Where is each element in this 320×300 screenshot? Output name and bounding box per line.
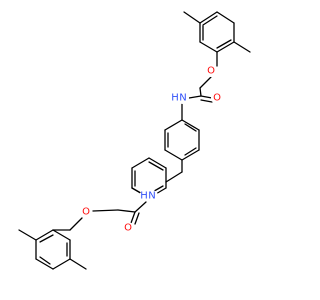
atom-amide-b-hydrogen: H — [139, 191, 149, 202]
bond-line — [199, 87, 202, 97]
atom-ring-b-ether-oxygen: O — [80, 206, 92, 218]
bond-line — [181, 119, 200, 131]
atom-amide-a-hydrogen: H — [170, 93, 180, 104]
atom-amide-a-carbonyl-oxygen: O — [211, 92, 223, 104]
svg-text:N: N — [179, 93, 186, 104]
svg-text:H: H — [140, 191, 148, 202]
svg-text:O: O — [124, 223, 132, 234]
bond-line — [188, 95, 202, 99]
svg-text:H: H — [171, 93, 179, 104]
bond-line — [164, 149, 183, 161]
bond-line — [130, 211, 136, 224]
bond-line — [165, 171, 183, 183]
atom-ring-a-ether-oxygen: O — [205, 65, 217, 77]
svg-text:O: O — [213, 93, 221, 104]
svg-text:O: O — [207, 66, 215, 77]
bond-line — [233, 41, 251, 53]
bond-line — [200, 95, 213, 99]
bond-line — [18, 229, 37, 241]
bond-line — [184, 123, 197, 132]
bond-line — [216, 11, 235, 24]
bond-line — [216, 41, 235, 53]
bond-line — [39, 256, 51, 265]
atom-amide-a-nitrogen: N — [177, 92, 189, 104]
bond-line — [202, 15, 218, 26]
bond-line — [181, 149, 200, 161]
bond-line — [199, 11, 218, 24]
bond-line — [200, 99, 213, 103]
svg-text:O: O — [82, 207, 90, 218]
bond-line — [35, 229, 54, 241]
bond-line — [184, 147, 197, 156]
bond-line — [164, 119, 183, 131]
bond-line — [199, 41, 218, 53]
bond-lines — [18, 11, 251, 270]
atom-amide-b-carbonyl-oxygen: O — [122, 222, 134, 234]
bond-line — [134, 212, 140, 225]
bond-line — [199, 76, 212, 89]
bond-line — [92, 209, 119, 212]
bond-line — [134, 201, 147, 213]
bond-line — [183, 11, 201, 24]
bond-line — [216, 39, 232, 49]
bond-line — [39, 234, 54, 243]
atom-labels: O O N H N H O O — [80, 65, 223, 234]
bond-line — [148, 161, 164, 171]
bond-line — [52, 258, 71, 270]
svg-text:N: N — [148, 191, 155, 202]
bond-line — [69, 258, 87, 270]
bond-line — [35, 258, 54, 270]
atom-amide-b-nitrogen: N — [146, 190, 158, 202]
bond-line — [117, 209, 136, 213]
molecule-structure-diagram: O O N H N H O O — [18, 11, 251, 270]
bond-line — [69, 217, 83, 231]
bond-line — [148, 157, 167, 169]
bond-line — [131, 157, 150, 169]
bond-line — [52, 229, 71, 241]
